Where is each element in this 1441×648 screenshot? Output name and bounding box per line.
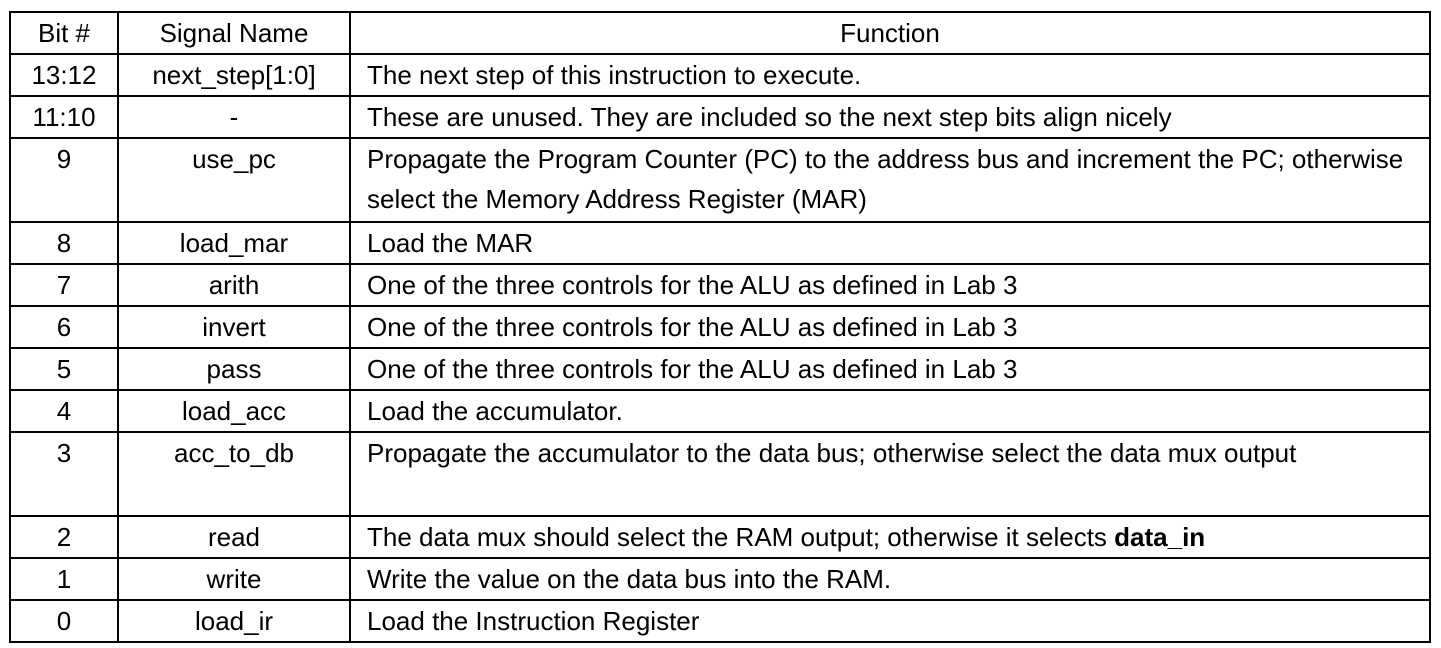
table-row: 3 acc_to_db Propagate the accumulator to…: [9, 431, 1431, 517]
table-row: 4 load_acc Load the accumulator.: [9, 389, 1431, 433]
table-row: 13:12 next_step[1:0] The next step of th…: [9, 53, 1431, 97]
function-cell: Propagate the accumulator to the data bu…: [349, 431, 1431, 517]
function-text: One of the three controls for the ALU as…: [367, 312, 1018, 342]
function-cell: The next step of this instruction to exe…: [349, 53, 1431, 97]
table-row: 9 use_pc Propagate the Program Counter (…: [9, 137, 1431, 223]
function-text: The next step of this instruction to exe…: [367, 60, 862, 90]
control-signal-table: Bit # Signal Name Function 13:12 next_st…: [9, 11, 1431, 643]
bit-cell: 2: [9, 515, 119, 559]
header-bit: Bit #: [9, 11, 119, 55]
bit-cell: 11:10: [9, 95, 119, 139]
function-cell: Load the MAR: [349, 221, 1431, 265]
bit-cell: 1: [9, 557, 119, 601]
signal-name-cell: use_pc: [117, 137, 351, 223]
function-text: Load the accumulator.: [367, 396, 623, 426]
function-text: Load the MAR: [367, 228, 534, 258]
bit-cell: 9: [9, 137, 119, 223]
function-text: Propagate the accumulator to the data bu…: [367, 438, 1297, 468]
bit-cell: 5: [9, 347, 119, 391]
bit-cell: 7: [9, 263, 119, 307]
table-row: 11:10 - These are unused. They are inclu…: [9, 95, 1431, 139]
bit-cell: 4: [9, 389, 119, 433]
function-cell: Propagate the Program Counter (PC) to th…: [349, 137, 1431, 223]
function-cell: One of the three controls for the ALU as…: [349, 305, 1431, 349]
function-text: One of the three controls for the ALU as…: [367, 354, 1018, 384]
function-text: These are unused. They are included so t…: [367, 102, 1172, 132]
bit-cell: 13:12: [9, 53, 119, 97]
table-row: 5 pass One of the three controls for the…: [9, 347, 1431, 391]
function-cell: Write the value on the data bus into the…: [349, 557, 1431, 601]
signal-name-cell: pass: [117, 347, 351, 391]
signal-name-cell: invert: [117, 305, 351, 349]
function-cell: The data mux should select the RAM outpu…: [349, 515, 1431, 559]
signal-name-cell: write: [117, 557, 351, 601]
table-row: 0 load_ir Load the Instruction Register: [9, 599, 1431, 643]
signal-name-cell: load_ir: [117, 599, 351, 643]
table-row: 6 invert One of the three controls for t…: [9, 305, 1431, 349]
function-text: One of the three controls for the ALU as…: [367, 270, 1018, 300]
table-row: 7 arith One of the three controls for th…: [9, 263, 1431, 307]
control-signal-table-container: Bit # Signal Name Function 13:12 next_st…: [9, 11, 1431, 643]
signal-name-cell: load_mar: [117, 221, 351, 265]
signal-name-cell: arith: [117, 263, 351, 307]
bit-cell: 8: [9, 221, 119, 265]
signal-name-cell: load_acc: [117, 389, 351, 433]
table-row: 1 write Write the value on the data bus …: [9, 557, 1431, 601]
function-cell: Load the Instruction Register: [349, 599, 1431, 643]
table-header-row: Bit # Signal Name Function: [9, 11, 1431, 55]
signal-name-cell: read: [117, 515, 351, 559]
table-row: 2 read The data mux should select the RA…: [9, 515, 1431, 559]
function-cell: These are unused. They are included so t…: [349, 95, 1431, 139]
header-function: Function: [349, 11, 1431, 55]
function-cell: One of the three controls for the ALU as…: [349, 347, 1431, 391]
function-cell: Load the accumulator.: [349, 389, 1431, 433]
function-text: The data mux should select the RAM outpu…: [367, 522, 1115, 552]
signal-name-cell: next_step[1:0]: [117, 53, 351, 97]
signal-name-cell: -: [117, 95, 351, 139]
signal-name-cell: acc_to_db: [117, 431, 351, 517]
function-text: Propagate the Program Counter (PC) to th…: [367, 144, 1404, 214]
function-text: Write the value on the data bus into the…: [367, 564, 892, 594]
table-row: 8 load_mar Load the MAR: [9, 221, 1431, 265]
bit-cell: 0: [9, 599, 119, 643]
function-bold-term: data_in: [1114, 522, 1206, 552]
function-cell: One of the three controls for the ALU as…: [349, 263, 1431, 307]
bit-cell: 3: [9, 431, 119, 517]
header-signal-name: Signal Name: [117, 11, 351, 55]
bit-cell: 6: [9, 305, 119, 349]
function-text: Load the Instruction Register: [367, 606, 700, 636]
